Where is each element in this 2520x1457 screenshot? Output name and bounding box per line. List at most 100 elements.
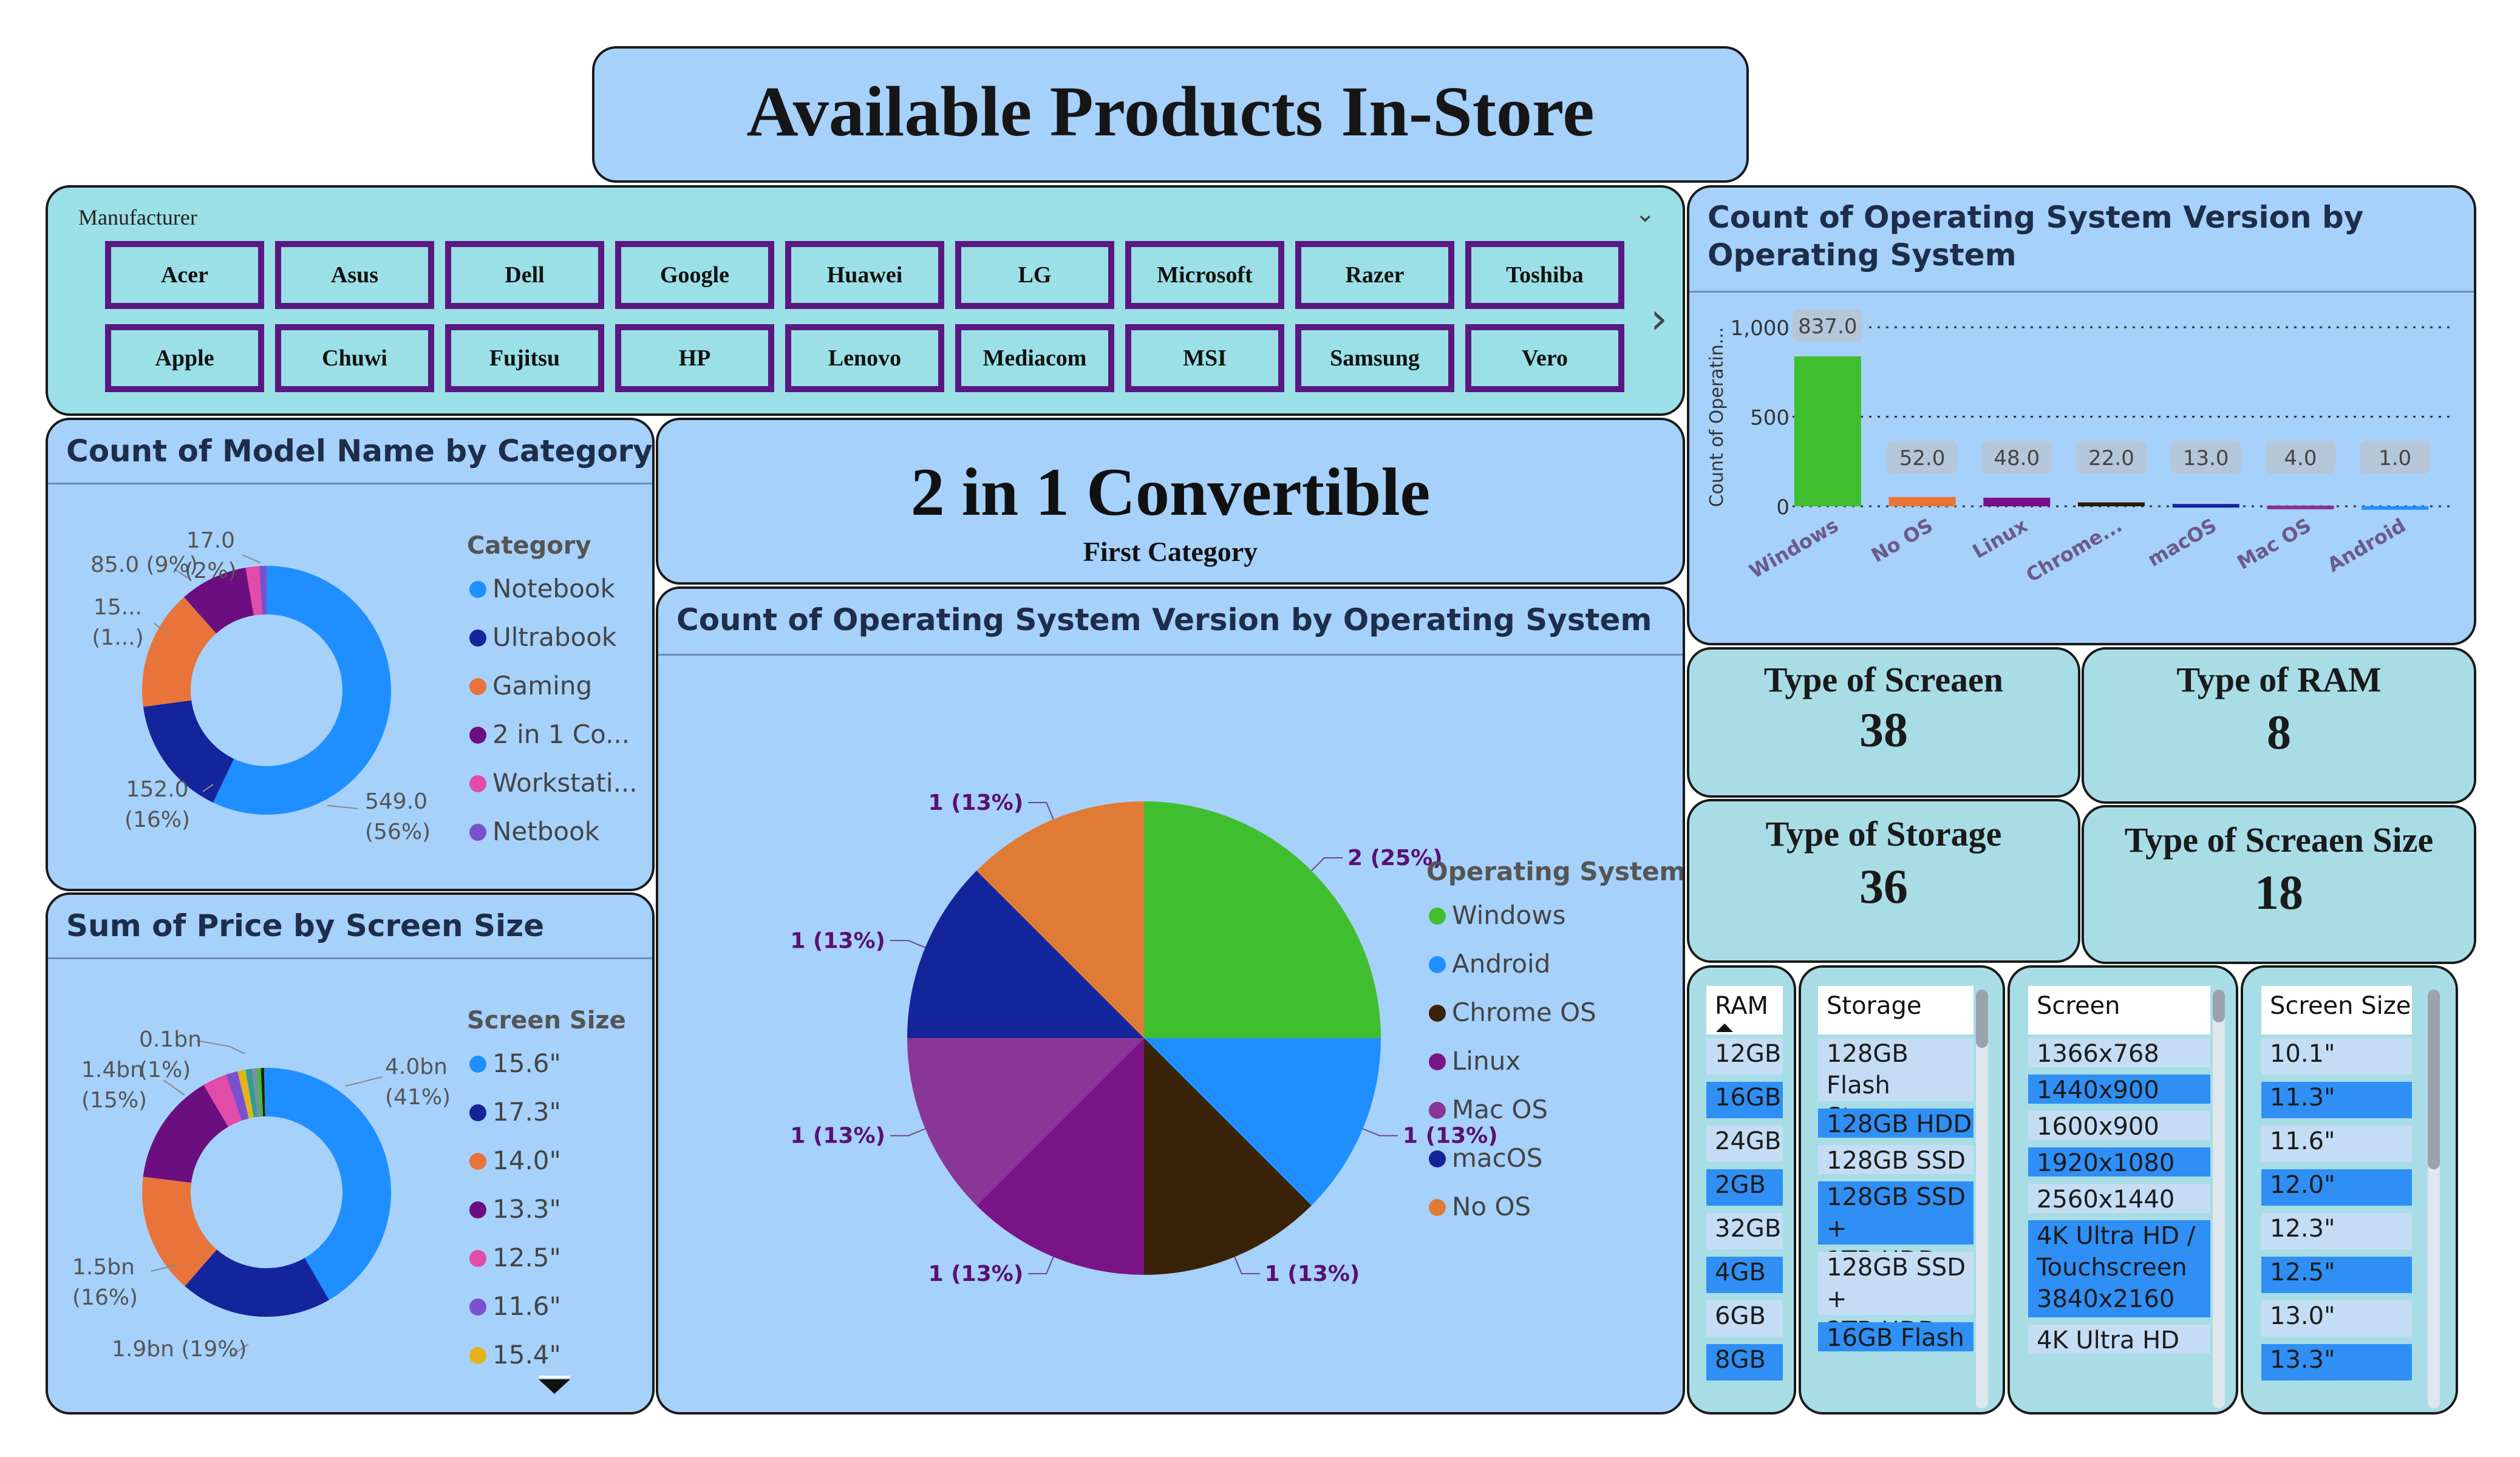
storage-scroll-thumb[interactable] [1976, 990, 1988, 1048]
bar[interactable] [2172, 504, 2239, 508]
slicer-item[interactable]: 1920x1080 [2028, 1147, 2210, 1177]
slicer-item[interactable]: 8GB [1706, 1344, 1783, 1381]
legend-label[interactable]: Notebook [492, 574, 615, 603]
slicer-item[interactable]: 2GB [1706, 1169, 1783, 1206]
slicer-item[interactable]: 128GB HDD [1818, 1109, 1973, 1138]
slicer-item[interactable]: 4GB [1706, 1257, 1783, 1293]
pie-slice[interactable] [907, 871, 1144, 1038]
pie-slice[interactable] [976, 801, 1144, 1038]
donut-slice[interactable] [237, 1069, 254, 1119]
slicer-item[interactable]: 11.3" [2261, 1082, 2412, 1118]
donut-slice[interactable] [185, 1249, 329, 1317]
legend-label[interactable]: 15.6" [492, 1048, 561, 1078]
donut-slice[interactable] [264, 1068, 267, 1117]
storage-scrollbar[interactable] [1976, 990, 1988, 1408]
slicer-item[interactable]: 32GB [1706, 1213, 1783, 1249]
donut-slice[interactable] [213, 566, 391, 815]
legend-label[interactable]: Ultrabook [492, 622, 617, 652]
screen-scrollbar[interactable] [2213, 990, 2225, 1408]
bar[interactable] [1983, 497, 2051, 506]
manufacturer-button-razer[interactable]: Razer [1295, 241, 1454, 309]
slicer-item[interactable]: 1600x900 [2028, 1111, 2210, 1141]
scroll-down-icon[interactable] [539, 1379, 570, 1394]
screen-size-scroll-thumb[interactable] [2428, 990, 2440, 1169]
slicer-item[interactable]: 4K Ultra HD [2028, 1325, 2210, 1354]
donut-slice[interactable] [143, 1085, 228, 1183]
donut-slice[interactable] [225, 1071, 249, 1121]
slicer-item[interactable]: 16GB [1706, 1082, 1783, 1118]
legend-label[interactable]: 14.0" [492, 1146, 561, 1175]
manufacturer-button-apple[interactable]: Apple [105, 324, 264, 392]
legend-label[interactable]: 17.3" [492, 1097, 561, 1127]
legend-label[interactable]: Chrome OS [1452, 997, 1596, 1027]
legend-label[interactable]: 2 in 1 Co... [492, 719, 630, 749]
chevron-down-icon[interactable]: ⌄ [1635, 200, 1655, 227]
pie-slice[interactable] [907, 1038, 1144, 1206]
slicer-item[interactable]: 2560x1440 [2028, 1184, 2210, 1214]
legend-label[interactable]: Netbook [492, 817, 600, 846]
legend-label[interactable]: 13.3" [492, 1194, 561, 1224]
bar[interactable] [2267, 505, 2334, 509]
manufacturer-button-vero[interactable]: Vero [1465, 324, 1624, 392]
manufacturer-button-samsung[interactable]: Samsung [1295, 324, 1454, 392]
donut-slice[interactable] [184, 567, 254, 634]
bar[interactable] [2078, 502, 2145, 506]
slicer-item[interactable]: 13.3" [2261, 1344, 2412, 1381]
legend-label[interactable]: 12.5" [492, 1243, 561, 1272]
pie-slice[interactable] [976, 1038, 1144, 1275]
donut-slice[interactable] [261, 1068, 265, 1117]
legend-label[interactable]: macOS [1452, 1143, 1542, 1173]
slicer-item[interactable]: 12.5" [2261, 1257, 2412, 1293]
donut-slice[interactable] [267, 1068, 392, 1300]
donut-slice[interactable] [245, 1068, 258, 1118]
legend-label[interactable]: Workstati... [492, 768, 638, 798]
slicer-item[interactable]: 128GB SSD +2TB HDD [1818, 1252, 1973, 1345]
manufacturer-button-chuwi[interactable]: Chuwi [275, 324, 434, 392]
manufacturer-button-fujitsu[interactable]: Fujitsu [445, 324, 604, 392]
slicer-item[interactable]: 6GB [1706, 1300, 1783, 1337]
slicer-item[interactable]: 128GB FlashStorage [1818, 1038, 1973, 1131]
manufacturer-button-huawei[interactable]: Huawei [785, 241, 944, 309]
slicer-item[interactable]: 1366x768 [2028, 1038, 2210, 1068]
legend-label[interactable]: Linux [1452, 1046, 1521, 1076]
legend-label[interactable]: Android [1452, 949, 1550, 979]
bar[interactable] [2362, 506, 2429, 510]
slicer-item[interactable]: 10.1" [2261, 1038, 2412, 1075]
bar[interactable] [1888, 497, 1956, 506]
donut-slice[interactable] [256, 1068, 264, 1117]
manufacturer-button-msi[interactable]: MSI [1125, 324, 1284, 392]
manufacturer-button-microsoft[interactable]: Microsoft [1125, 241, 1284, 309]
donut-slice[interactable] [143, 700, 234, 803]
slicer-item[interactable]: 13.0" [2261, 1300, 2412, 1337]
donut-slice[interactable] [203, 1075, 242, 1127]
donut-slice[interactable] [259, 566, 267, 615]
slicer-item[interactable]: 128GB SSD +1TB HDD [1818, 1181, 1973, 1274]
manufacturer-button-google[interactable]: Google [615, 241, 774, 309]
slicer-item[interactable]: 11.6" [2261, 1126, 2412, 1162]
screen-scroll-thumb[interactable] [2213, 990, 2225, 1022]
manufacturer-button-hp[interactable]: HP [615, 324, 774, 392]
manufacturer-button-toshiba[interactable]: Toshiba [1465, 241, 1624, 309]
manufacturer-button-mediacom[interactable]: Mediacom [955, 324, 1114, 392]
donut-slice[interactable] [142, 1177, 217, 1286]
slicer-item[interactable]: 12.3" [2261, 1213, 2412, 1249]
pie-slice[interactable] [1144, 801, 1381, 1038]
slicer-item[interactable]: 1440x900 [2028, 1075, 2210, 1104]
slicer-item[interactable]: 12GB [1706, 1038, 1783, 1075]
pie-slice[interactable] [1144, 1038, 1312, 1275]
pie-slice[interactable] [1144, 1038, 1381, 1206]
manufacturer-button-lenovo[interactable]: Lenovo [785, 324, 944, 392]
sort-up-icon[interactable] [1716, 1024, 1733, 1032]
slicer-item[interactable]: 24GB [1706, 1126, 1783, 1162]
legend-label[interactable]: Gaming [492, 671, 592, 701]
donut-slice[interactable] [141, 597, 217, 707]
legend-label[interactable]: 15.4" [492, 1340, 561, 1370]
slicer-item[interactable]: 16GB Flash [1818, 1322, 1973, 1352]
manufacturer-button-lg[interactable]: LG [955, 241, 1114, 309]
bar[interactable] [1794, 356, 1861, 506]
legend-label[interactable]: Mac OS [1452, 1095, 1548, 1124]
donut-slice[interactable] [251, 1068, 261, 1117]
legend-label[interactable]: Windows [1452, 900, 1565, 930]
chevron-right-icon[interactable]: › [1650, 294, 1667, 344]
